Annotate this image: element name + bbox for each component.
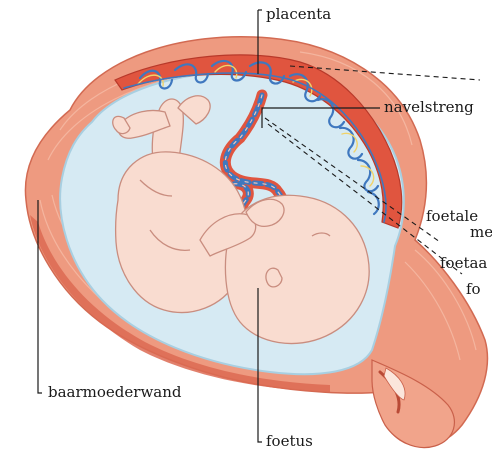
label-placenta: placenta <box>266 5 331 23</box>
label-baarmoederwand: baarmoederwand <box>48 383 182 401</box>
label-fo: fo <box>466 280 481 298</box>
label-navelstreng: navelstreng <box>384 98 474 116</box>
label-foetale-me: me <box>470 223 492 241</box>
label-foetus: foetus <box>266 432 313 450</box>
label-foetaa: foetaa <box>440 254 487 272</box>
